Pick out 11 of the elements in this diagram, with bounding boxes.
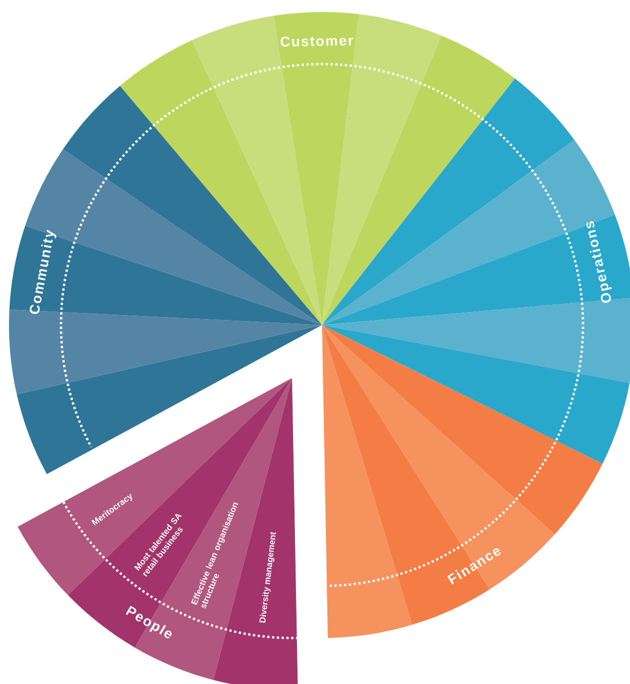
wedge xyxy=(62,86,322,325)
category-label: Customer xyxy=(280,36,354,47)
wedge xyxy=(274,12,359,325)
wedge xyxy=(322,325,603,534)
wedge xyxy=(322,214,630,325)
wedge xyxy=(25,149,322,325)
wedge xyxy=(322,325,412,638)
wedge xyxy=(322,78,574,325)
wedge xyxy=(16,325,322,474)
wedge xyxy=(9,226,322,325)
wedge xyxy=(322,325,630,464)
